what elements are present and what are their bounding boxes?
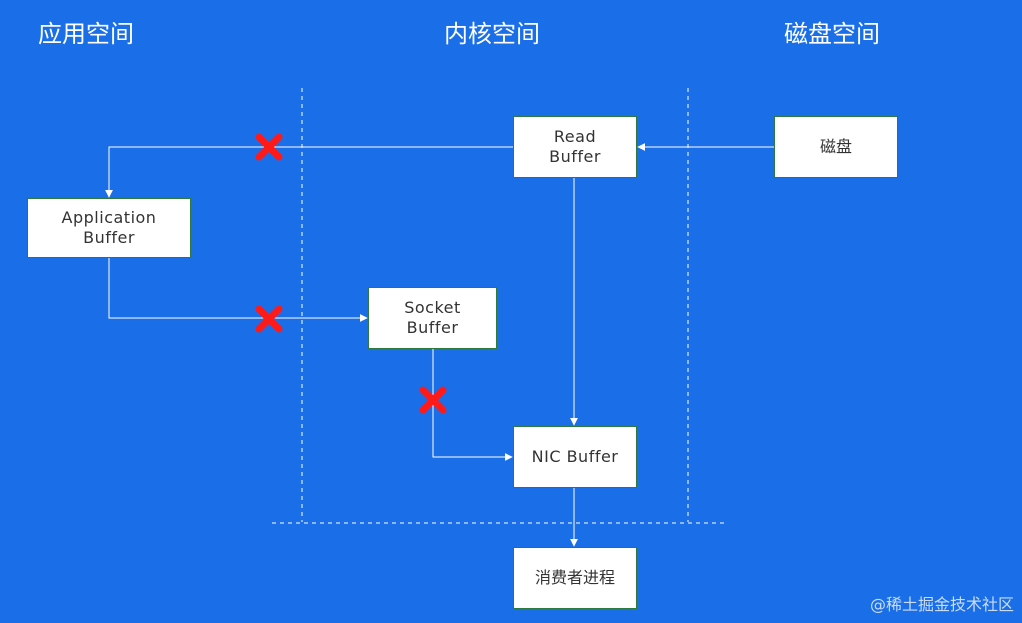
node-application-buffer: Application Buffer: [27, 198, 191, 258]
node-socket-buffer-label: Socket Buffer: [404, 298, 461, 337]
node-nic-buffer: NIC Buffer: [513, 426, 637, 488]
node-read-buffer: Read Buffer: [513, 116, 637, 178]
node-socket-buffer: Socket Buffer: [368, 287, 497, 349]
blocked-mark-socket-to-nic: [419, 386, 447, 414]
node-consumer-process: 消费者进程: [513, 547, 637, 609]
node-consumer-process-label: 消费者进程: [534, 568, 615, 587]
node-disk-label: 磁盘: [819, 137, 852, 156]
node-read-buffer-label: Read Buffer: [549, 127, 601, 166]
watermark: @稀土掘金技术社区: [869, 595, 1014, 614]
edge-socket-buffer-to-nic-buffer: [432, 348, 513, 461]
edge-application-buffer-to-socket-buffer: [108, 258, 368, 322]
region-title-disk: 磁盘空间: [784, 20, 880, 48]
edge-read-buffer-to-application-buffer: [105, 146, 513, 198]
blocked-mark-app-to-socket: [255, 305, 283, 333]
node-disk: 磁盘: [774, 116, 898, 178]
node-application-buffer-label: Application Buffer: [61, 208, 157, 247]
blocked-mark-read-to-app: [255, 133, 283, 161]
node-nic-buffer-label: NIC Buffer: [531, 447, 619, 466]
region-title-kernel: 内核空间: [444, 20, 540, 48]
region-title-app: 应用空间: [38, 20, 134, 48]
